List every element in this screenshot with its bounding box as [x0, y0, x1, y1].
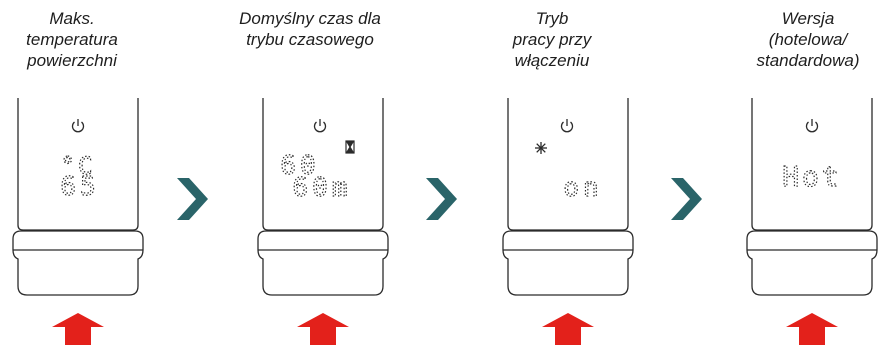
heater-unit-2 — [257, 98, 389, 296]
hourglass-icon — [345, 140, 355, 154]
display-readout-2: 60 60m — [280, 150, 352, 203]
display-readout-3: on — [563, 172, 602, 203]
display-line-1: 60 — [280, 151, 319, 181]
display-line-2: 60m — [293, 173, 352, 203]
heater-unit-1 — [12, 98, 144, 296]
display-line-1: on — [563, 173, 602, 203]
chevron-right-icon — [671, 178, 702, 220]
power-icon — [805, 119, 819, 133]
display-readout-4: Hot — [782, 159, 842, 193]
arrow-up-icon — [786, 313, 838, 345]
caption-default-timer: Domyślny czas dla trybu czasowego — [239, 9, 381, 49]
caption-version: Wersja (hotelowa/ standardowa) — [756, 9, 860, 70]
arrow-up-icon — [297, 313, 349, 345]
arrow-up-icon — [542, 313, 594, 345]
chevron-right-icon — [426, 178, 457, 220]
chevron-right-icon — [177, 178, 208, 220]
power-icon — [560, 119, 574, 133]
display-line-1: Hot — [782, 160, 842, 193]
power-icon — [313, 119, 327, 133]
heater-unit-3 — [502, 98, 634, 296]
caption-startup-mode: Tryb pracy przy włączeniu — [512, 9, 592, 70]
heater-unit-4 — [746, 98, 878, 296]
power-icon — [71, 119, 85, 133]
caption-max-temperature: Maks. temperatura powierzchni — [26, 9, 118, 70]
display-readout-1: °C 65 — [60, 151, 99, 202]
snowflake-icon — [535, 142, 547, 154]
arrow-up-icon — [52, 313, 104, 345]
display-line-2: 65 — [60, 172, 99, 202]
display-line-1: °C — [61, 152, 96, 180]
